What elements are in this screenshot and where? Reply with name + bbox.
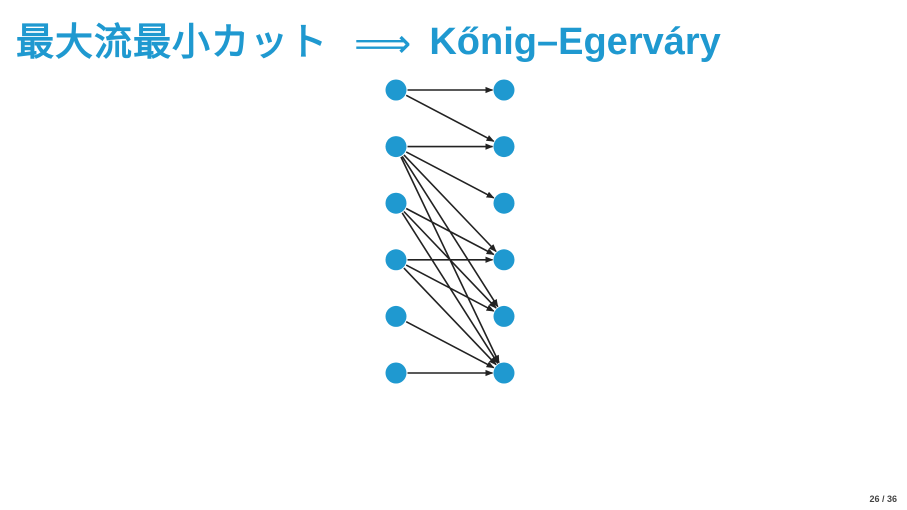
node-r4 bbox=[493, 249, 515, 271]
title-theorem-name: Kőnig–Egerváry bbox=[429, 21, 721, 63]
edge-l2-r4 bbox=[403, 154, 497, 253]
edge-l4-r6 bbox=[403, 267, 497, 366]
edge-l3-r4 bbox=[405, 207, 495, 256]
edge-l2-r3 bbox=[405, 151, 495, 199]
page-number: 26 / 36 bbox=[869, 494, 897, 504]
node-r2 bbox=[493, 136, 515, 158]
edge-l4-r5 bbox=[405, 264, 495, 312]
nodes bbox=[385, 79, 515, 384]
node-l1 bbox=[385, 79, 407, 101]
title-japanese: 最大流最小カット bbox=[16, 20, 329, 64]
node-r5 bbox=[493, 305, 515, 327]
node-r6 bbox=[493, 362, 515, 384]
node-l3 bbox=[385, 192, 407, 214]
edge-l5-r6 bbox=[405, 320, 495, 369]
node-l4 bbox=[385, 249, 407, 271]
implies-arrow-icon: ⟹ bbox=[354, 21, 412, 67]
node-r1 bbox=[493, 79, 515, 101]
node-l5 bbox=[385, 305, 407, 327]
node-r3 bbox=[493, 192, 515, 214]
edges bbox=[400, 86, 500, 377]
slide-title: 最大流最小カット ⟹ Kőnig–Egerváry bbox=[16, 14, 721, 70]
edge-l1-r2 bbox=[405, 94, 495, 143]
node-l2 bbox=[385, 136, 407, 158]
node-l6 bbox=[385, 362, 407, 384]
